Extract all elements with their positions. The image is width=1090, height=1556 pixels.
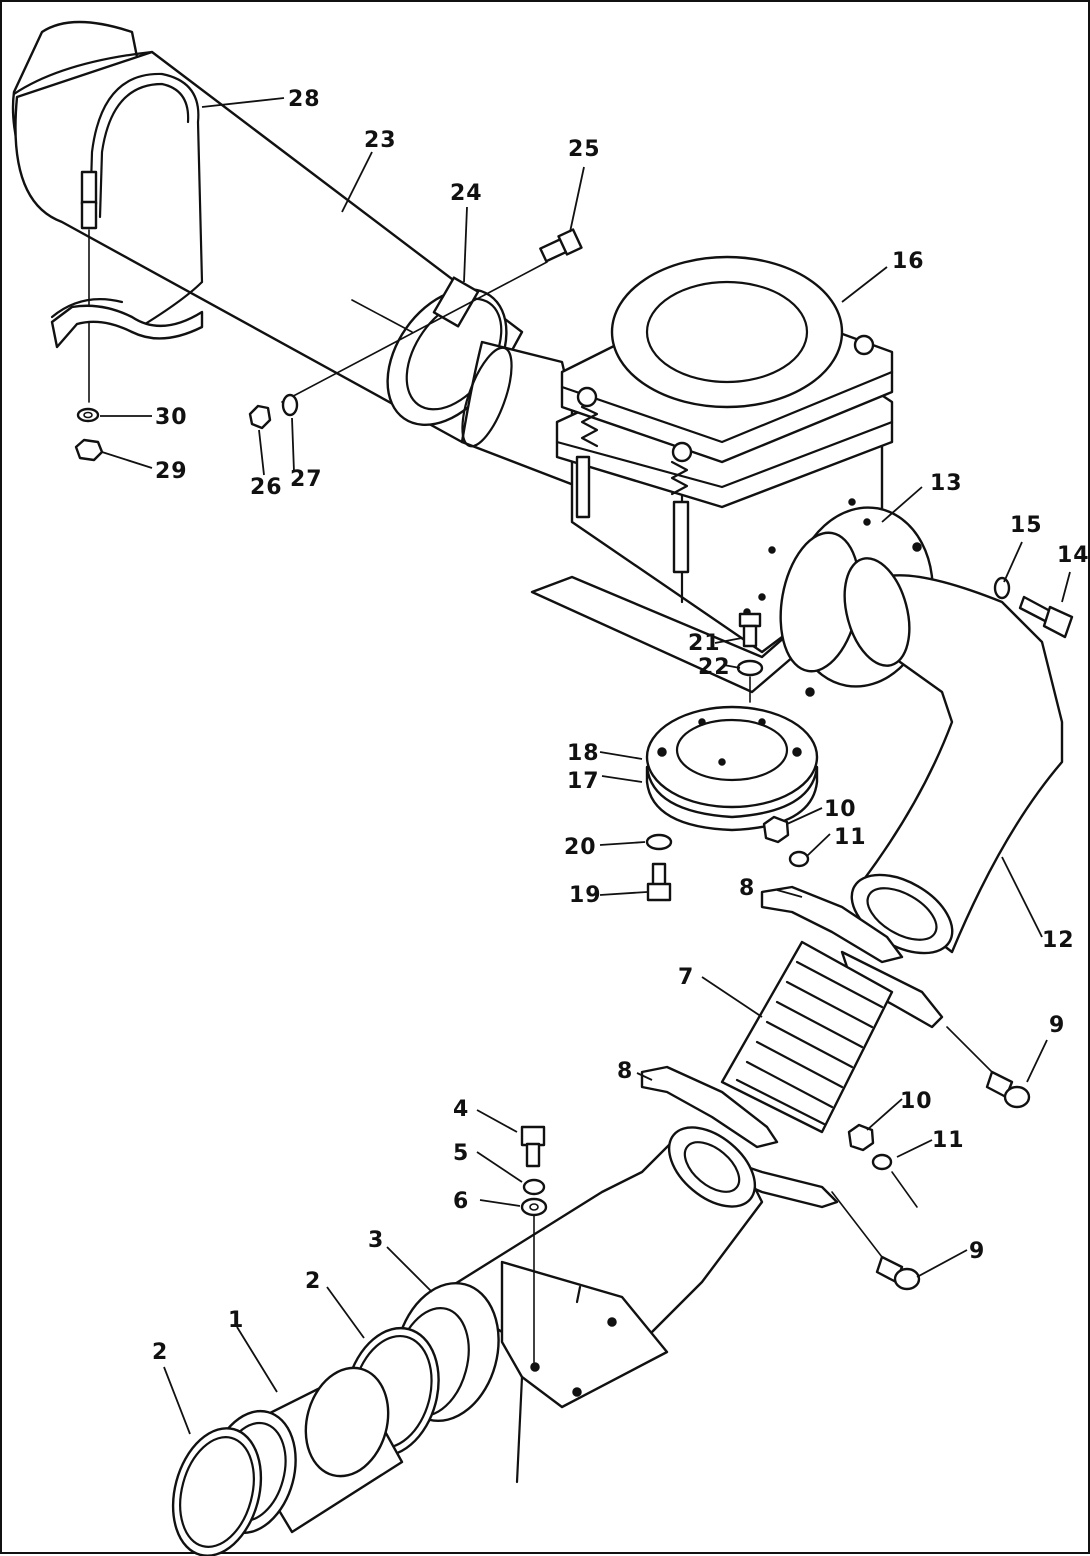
part-26-nut: [248, 404, 272, 430]
callout-3: 3: [368, 1228, 384, 1253]
part-9-bolt-upper: [985, 1070, 1031, 1109]
part-7-bellows: [720, 940, 894, 1134]
part-11-washer-upper: [788, 850, 810, 868]
callout-17: 17: [567, 769, 600, 794]
callout-24: 24: [450, 181, 483, 206]
callout-8-upper: 8: [739, 876, 755, 901]
part-29-nut: [74, 438, 104, 462]
callout-9-lower: 9: [969, 1239, 985, 1264]
part-5-washer: [522, 1178, 546, 1196]
callout-26: 26: [250, 475, 283, 500]
part-15-washer: [993, 576, 1011, 600]
callout-10-upper: 10: [824, 797, 857, 822]
callout-27: 27: [290, 467, 323, 492]
part-14-bolt: [1018, 595, 1074, 639]
callout-23: 23: [364, 128, 397, 153]
callout-10-lower: 10: [900, 1089, 933, 1114]
callout-14: 14: [1057, 543, 1090, 568]
part-19-bolt: [646, 862, 672, 902]
callout-12: 12: [1042, 928, 1075, 953]
callout-29: 29: [155, 459, 188, 484]
part-28-u-bolt-strap: [80, 72, 204, 403]
callout-7: 7: [678, 965, 694, 990]
part-20-washer: [645, 833, 673, 851]
callout-15: 15: [1010, 513, 1043, 538]
callout-5: 5: [453, 1141, 469, 1166]
callout-30: 30: [155, 405, 188, 430]
part-11-washer-lower: [871, 1153, 893, 1171]
mounting-bracket: [500, 1260, 669, 1484]
part-4-bolt: [520, 1125, 546, 1168]
callout-20: 20: [564, 835, 597, 860]
part-12-elbow: [843, 557, 1064, 955]
callout-6: 6: [453, 1189, 469, 1214]
callout-4: 4: [453, 1097, 469, 1122]
part-6-washer: [520, 1197, 548, 1217]
callout-2-end: 2: [152, 1340, 168, 1365]
callout-25: 25: [568, 137, 601, 162]
clamp-plate: [50, 304, 204, 349]
part-27-washer: [281, 393, 299, 417]
callout-16: 16: [892, 249, 925, 274]
part-10-nut-lower: [847, 1123, 875, 1152]
part-25-bolt: [539, 228, 583, 263]
callout-labels: 28 23 24 25 16 13 15 14 30 29 26 27 21 2…: [152, 87, 1090, 1365]
callout-13: 13: [930, 471, 963, 496]
leader-lines: [100, 97, 1071, 1435]
part-21-bolt: [738, 612, 762, 648]
callout-2-middle: 2: [305, 1269, 321, 1294]
callout-8-lower: 8: [617, 1059, 633, 1084]
part-17-gasket: [645, 765, 819, 832]
callout-22: 22: [698, 655, 731, 680]
part-30-washer: [76, 407, 100, 423]
callout-19: 19: [569, 883, 602, 908]
part-18-flange: [645, 705, 819, 809]
callout-9-upper: 9: [1049, 1013, 1065, 1038]
callout-21: 21: [688, 631, 721, 656]
callout-28: 28: [288, 87, 321, 112]
callout-11-upper: 11: [834, 825, 867, 850]
callout-18: 18: [567, 741, 600, 766]
part-10-nut-upper: [762, 815, 790, 844]
part-22-washer: [736, 659, 764, 677]
part-9-bolt-lower: [875, 1255, 921, 1291]
callout-11-lower: 11: [932, 1128, 965, 1153]
callout-1: 1: [228, 1308, 244, 1333]
